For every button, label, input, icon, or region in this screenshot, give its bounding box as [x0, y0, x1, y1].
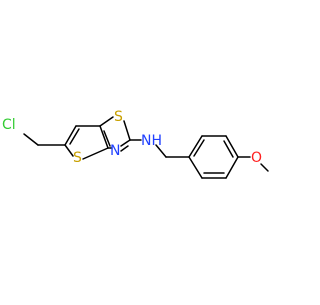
bond-ar3-double: [223, 140, 234, 158]
bond-ar1: [188, 135, 203, 158]
bond-c6a-s1: [99, 116, 114, 127]
bond-nh-ch2: [155, 144, 167, 158]
bond-c2-n3-double: [120, 145, 129, 152]
atom-n-ring-label: N: [110, 143, 120, 159]
bond-o-ch3: [260, 163, 269, 172]
bond-c5-c6-double: [69, 128, 80, 145]
bond-c2-n3: [120, 139, 131, 147]
atom-cl-label: Cl: [2, 117, 16, 133]
atom-labels: Cl S S N NH O: [2, 109, 262, 166]
bond-cl-c: [23, 133, 39, 146]
structure-diagram: Cl S S N NH O: [2, 109, 269, 179]
atom-s-thiazole-label: S: [114, 109, 123, 125]
bond-s1-c2: [123, 120, 131, 141]
bond-ar4: [225, 156, 239, 179]
bonds: [23, 116, 269, 179]
bond-ar3: [225, 135, 239, 158]
atom-o-label: O: [251, 150, 262, 166]
bond-c6a-c3a-double: [103, 130, 111, 147]
molecule-svg: Cl S S N NH O: [2, 109, 269, 179]
bond-c6a-c3a: [99, 125, 109, 149]
bond-ar6: [188, 156, 203, 179]
atom-nh-label: NH: [141, 133, 162, 149]
bond-c5-c6: [64, 125, 77, 146]
bond-ar1-double: [193, 139, 205, 157]
bond-s4-c5: [64, 144, 74, 157]
atom-s-thiophene-label: S: [73, 150, 82, 166]
bond-c3a-s4: [82, 147, 109, 160]
